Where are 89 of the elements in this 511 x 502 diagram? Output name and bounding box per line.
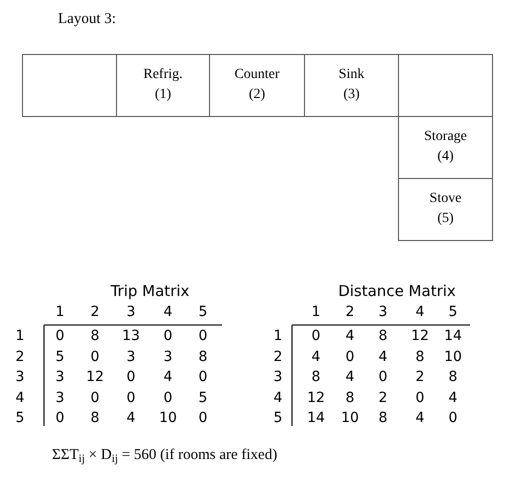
matrix-value: 0 — [90, 348, 100, 366]
room-number: (4) — [437, 148, 454, 166]
matrix-value: 0 — [378, 368, 388, 387]
matrix-value: 0 — [126, 368, 136, 387]
matrix-value: 4 — [346, 368, 354, 387]
column-header: 4 — [416, 303, 424, 322]
column-header: 3 — [126, 303, 136, 322]
column-header: 1 — [312, 303, 320, 322]
matrix-value: 5 — [198, 388, 208, 408]
matrix-value: 8 — [416, 348, 424, 366]
matrix-value: 8 — [90, 327, 100, 346]
column-header: 1 — [56, 303, 64, 322]
matrix-value: 13 — [122, 327, 140, 346]
matrix-value: 0 — [198, 409, 208, 428]
column-header: 5 — [198, 303, 208, 322]
matrix-value: 8 — [90, 409, 100, 428]
room-box — [116, 54, 210, 117]
matrix-value: 3 — [56, 388, 64, 408]
room-name: Stove — [430, 190, 462, 208]
matrix-value: 0 — [164, 388, 172, 408]
room-name: Refrig. — [143, 66, 183, 84]
row-header: 1 — [274, 327, 282, 346]
matrix-value: 12 — [411, 327, 429, 346]
matrix-value: 2 — [378, 388, 388, 408]
matrix-title: Trip Matrix — [110, 281, 190, 302]
room-number: (1) — [154, 86, 172, 104]
matrix-value: 8 — [312, 368, 320, 387]
matrix-value: 14 — [444, 327, 462, 346]
matrix-value: 4 — [448, 388, 458, 408]
room-name: Counter — [234, 66, 280, 84]
room-number: (5) — [437, 210, 454, 228]
matrix-value: 8 — [448, 368, 458, 387]
matrix-value: 0 — [312, 327, 320, 346]
matrix-value: 4 — [416, 409, 424, 428]
matrix-value: 4 — [346, 327, 354, 346]
matrix-value: 4 — [312, 348, 320, 366]
matrix-value: 0 — [416, 388, 424, 408]
row-header: 4 — [274, 388, 282, 408]
matrix-value: 8 — [378, 409, 388, 428]
matrix-value: 4 — [126, 409, 136, 428]
matrix-value: 8 — [198, 348, 208, 366]
matrix-value: 0 — [56, 409, 64, 428]
matrix-value: 0 — [90, 388, 100, 408]
matrix-value: 2 — [416, 368, 424, 387]
matrix-value: 0 — [198, 327, 208, 346]
room-name: Sink — [338, 66, 364, 84]
matrix-value: 12 — [307, 388, 325, 408]
matrix-value: 5 — [56, 348, 64, 366]
matrix-value: 4 — [378, 348, 388, 366]
matrix-value: 8 — [346, 388, 354, 408]
room-box — [304, 54, 399, 117]
matrix-value: 3 — [56, 368, 64, 387]
matrix-value: 0 — [126, 388, 136, 408]
matrix-value: 0 — [448, 409, 458, 428]
row-header: 2 — [274, 348, 282, 366]
row-header: 4 — [16, 388, 24, 408]
matrix-value: 0 — [56, 327, 64, 346]
matrix-value: 8 — [378, 327, 388, 346]
matrix-value: 3 — [126, 348, 136, 366]
row-header: 1 — [16, 327, 24, 346]
column-header: 5 — [448, 303, 458, 322]
matrix-value: 4 — [164, 368, 172, 387]
matrix-value: 0 — [346, 348, 354, 366]
matrix-value: 0 — [198, 368, 208, 387]
column-header: 2 — [90, 303, 100, 322]
row-header: 3 — [16, 368, 24, 387]
room-number: (3) — [343, 86, 360, 104]
matrix-value: 12 — [86, 368, 104, 387]
matrix-value: 0 — [164, 327, 172, 346]
matrix-value: 10 — [341, 409, 359, 428]
layout-title: Layout 3: — [58, 10, 116, 29]
matrix-value: 10 — [444, 348, 462, 366]
room-box — [398, 116, 493, 179]
room-name: Storage — [424, 128, 467, 146]
row-header: 5 — [274, 409, 282, 428]
matrix-title: Distance Matrix — [338, 281, 456, 302]
matrix-value: 3 — [164, 348, 172, 366]
matrix-value: 10 — [159, 409, 177, 428]
matrix-value: 14 — [307, 409, 325, 428]
column-header: 4 — [164, 303, 172, 322]
column-header: 2 — [346, 303, 354, 322]
room-box — [209, 54, 305, 117]
room-box — [398, 178, 493, 241]
row-header: 3 — [274, 368, 282, 387]
room-number: (2) — [248, 86, 266, 104]
row-header: 2 — [16, 348, 24, 366]
row-header: 5 — [16, 409, 24, 428]
formula-text: ΣΣT$_{ij}$ × D$_{ij}$ = 560 (if rooms are fixed) — [52, 446, 278, 466]
column-header: 3 — [378, 303, 388, 322]
